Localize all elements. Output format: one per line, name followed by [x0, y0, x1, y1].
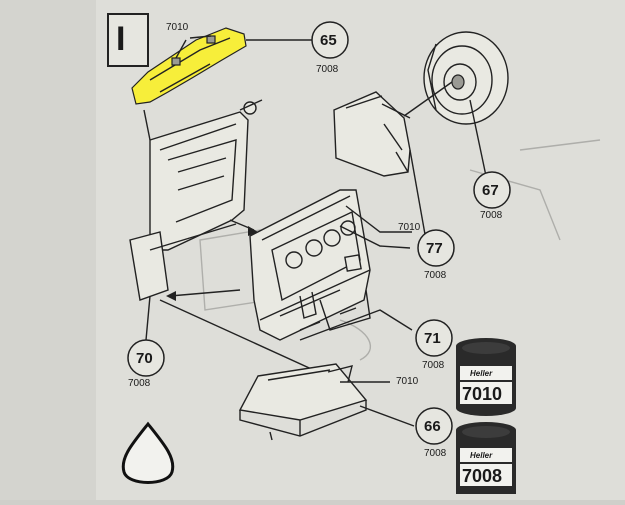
svg-text:7008: 7008: [316, 64, 339, 75]
svg-text:7008: 7008: [424, 448, 447, 459]
belt-cover-part-77: [333, 91, 427, 241]
tank-part-65-highlighted: 7010: [131, 22, 312, 105]
tray-paint-code: 7010: [396, 376, 419, 387]
can-brand-7010: Heller: [470, 369, 493, 378]
tank-paint-code: 7010: [166, 22, 189, 33]
callout-66: 66 7008: [415, 407, 453, 459]
paint-can-7008: Heller 7008: [456, 422, 516, 494]
step-box: I: [107, 13, 149, 67]
callout-77: 77 7008: [417, 229, 455, 281]
block-side-paint-code: 7010: [398, 222, 421, 233]
svg-text:67: 67: [482, 182, 499, 199]
callout-67: 67 7008: [473, 171, 511, 221]
can-code-7008: 7008: [462, 466, 502, 486]
highlighted-tank-part: [131, 27, 247, 105]
arrowhead-left: [166, 291, 176, 301]
pulley-part-67: [403, 31, 509, 177]
engine-block-part-71: [249, 189, 413, 341]
svg-text:77: 77: [426, 240, 443, 257]
can-brand-7008: Heller: [470, 451, 493, 460]
svg-text:7008: 7008: [128, 378, 151, 389]
oil-tray-part-66: [238, 363, 415, 441]
tank-cap-1: [171, 57, 181, 66]
svg-text:65: 65: [320, 32, 337, 49]
svg-text:7008: 7008: [424, 270, 447, 281]
step-number: I: [116, 20, 125, 58]
svg-text:7008: 7008: [422, 360, 445, 371]
svg-text:70: 70: [136, 350, 153, 367]
can-code-7010: 7010: [462, 384, 502, 404]
tank-cap-2: [206, 35, 216, 44]
svg-text:7008: 7008: [480, 210, 503, 221]
paint-drop-icon: [121, 421, 175, 484]
assembly-arrow-left: [169, 289, 241, 297]
callout-65: 65 7008: [311, 21, 349, 75]
callout-70: 70 7008: [127, 339, 165, 389]
frame-bulkhead-part-70: [129, 99, 263, 341]
svg-text:66: 66: [424, 418, 441, 435]
paint-can-7010: Heller 7010: [456, 338, 516, 416]
svg-text:71: 71: [424, 330, 441, 347]
callout-71: 71 7008: [415, 319, 453, 371]
